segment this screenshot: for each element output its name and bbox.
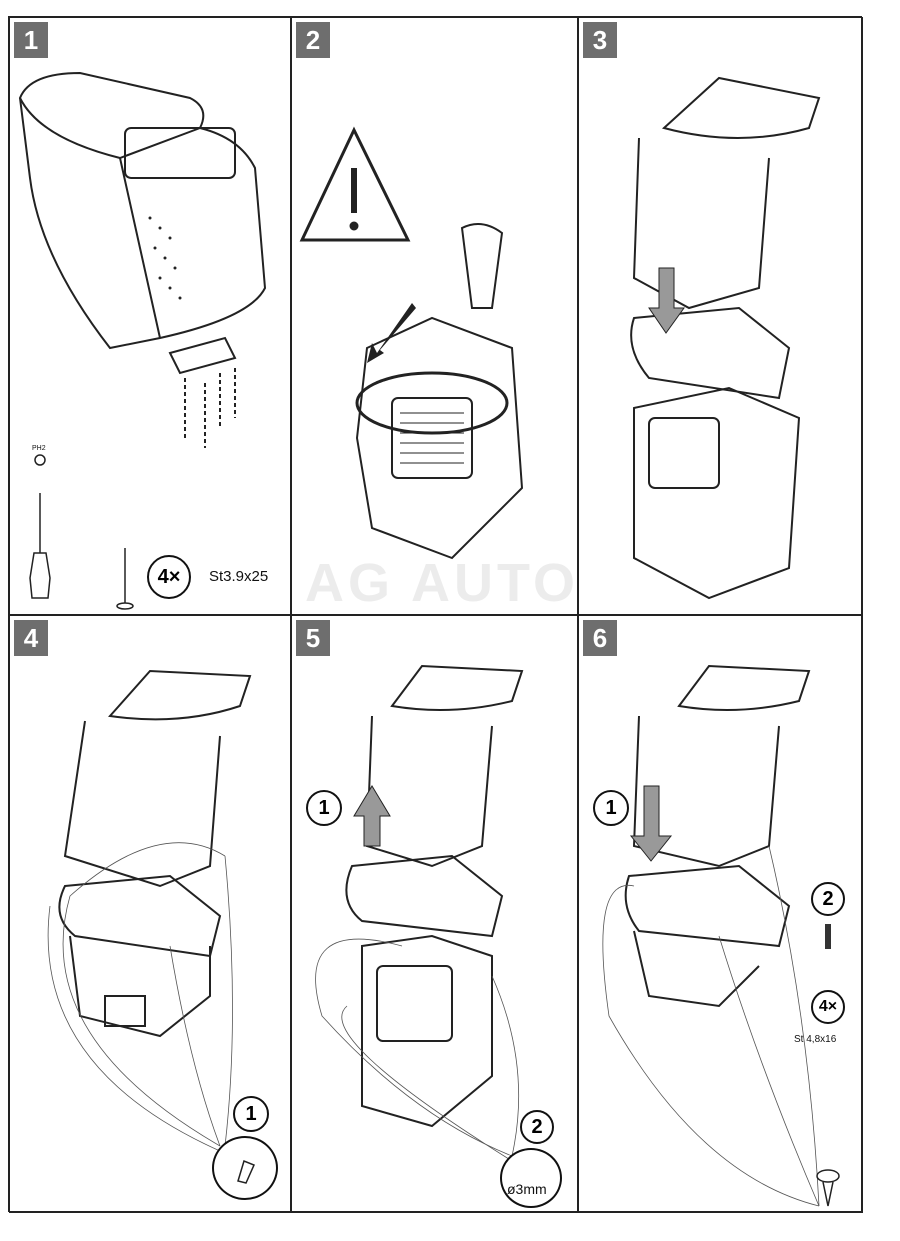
screw-icon	[116, 548, 134, 610]
step-badge: 2	[296, 22, 330, 58]
dots-pattern	[148, 216, 182, 300]
tool-label: PH2	[32, 445, 46, 452]
arrow-icon	[353, 785, 391, 847]
step-badge: 5	[296, 620, 330, 656]
panel-step-1: 1 PH	[9, 17, 291, 615]
panel-step-2: 2	[291, 17, 578, 615]
step-badge: 1	[14, 22, 48, 58]
panel-step-5: 5 1 2 ø3mm	[291, 615, 578, 1213]
screw-spec: St 4,8x16	[794, 1034, 837, 1045]
sub-step-1-badge: 1	[306, 790, 342, 826]
screwdriver-icon	[29, 454, 51, 599]
drill-circle	[500, 1148, 562, 1208]
sub-step-2-badge: 2	[520, 1110, 554, 1144]
armrest-illustration	[18, 71, 267, 610]
console-illustration	[299, 126, 524, 560]
drill-size-label: ø3mm	[507, 1181, 547, 1197]
panel-step-3: 3	[578, 17, 863, 615]
quantity-badge: 4×	[811, 990, 845, 1024]
arrow-icon	[648, 267, 685, 334]
screwdriver-icon	[825, 924, 831, 949]
warning-triangle-icon	[299, 126, 411, 242]
arrow-icon	[629, 785, 673, 862]
armrest-fix-illustration	[602, 664, 840, 1207]
step-badge: 3	[583, 22, 617, 58]
instruction-grid: 1 PH	[8, 16, 863, 1213]
panel-step-6: 6 1 2 4× St 4,8x16	[578, 615, 863, 1213]
drill-circle	[212, 1136, 278, 1200]
panel-step-4: 4 1	[9, 615, 291, 1213]
armrest-remove-illustration	[315, 664, 524, 1162]
arrow-icon	[367, 303, 416, 363]
armrest-install-illustration	[47, 669, 252, 1152]
drill-icon	[237, 1159, 256, 1184]
screw-spec: St3.9x25	[209, 568, 269, 585]
step-badge: 6	[583, 620, 617, 656]
step-badge: 4	[14, 620, 48, 656]
screw-icon	[816, 1169, 840, 1207]
watermark: AG AUTO	[305, 553, 580, 613]
sub-step-1-badge: 1	[593, 790, 629, 826]
quantity-badge: 4×	[147, 555, 191, 599]
armrest-mount-illustration	[630, 76, 821, 600]
sub-step-badge: 1	[233, 1096, 269, 1132]
sub-step-2-badge: 2	[811, 882, 845, 916]
